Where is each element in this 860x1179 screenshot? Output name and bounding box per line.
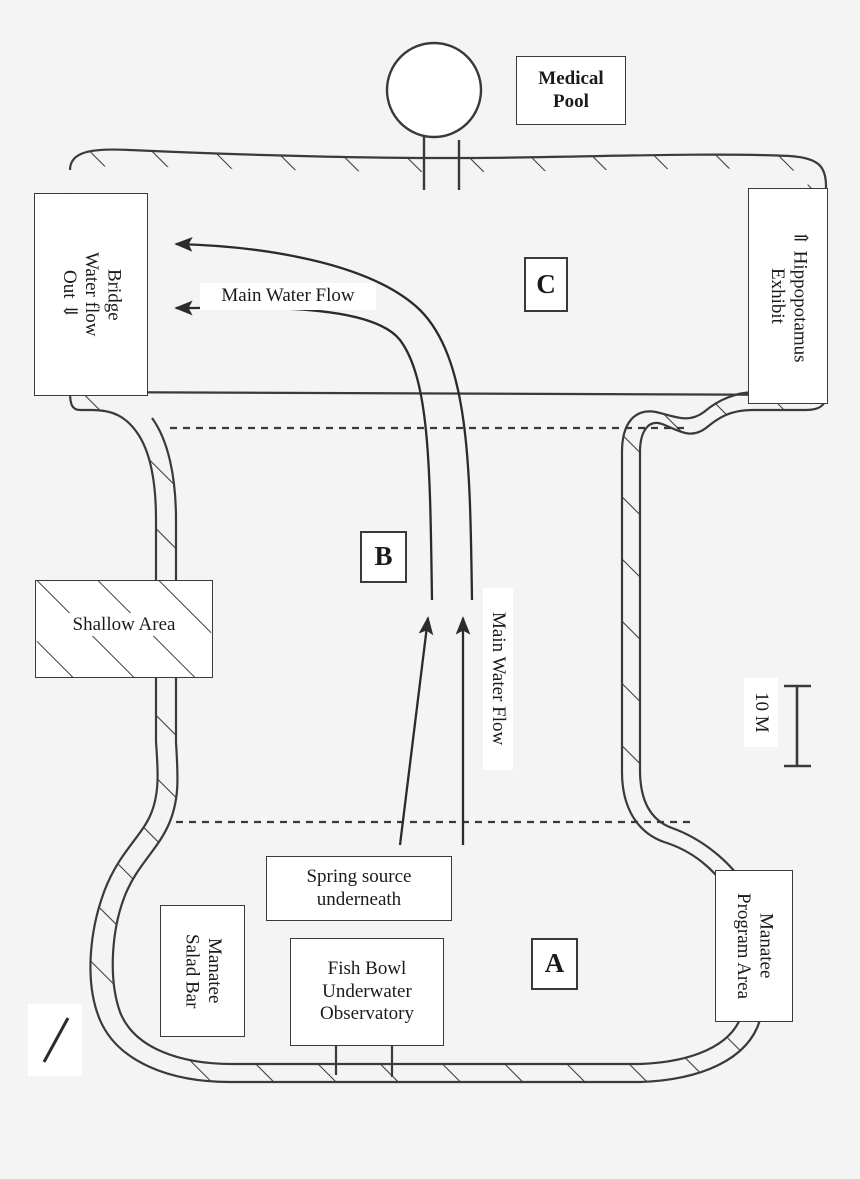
zone-a-text: A <box>544 948 565 979</box>
shallow-area-legend-box: Shallow Area <box>35 580 213 678</box>
spring-upflow-arrow-left <box>398 616 434 846</box>
shallow-area-text: Shallow Area <box>67 613 181 636</box>
scale-bar <box>784 684 811 768</box>
zone-label-c: C <box>524 257 568 312</box>
pool-outer-outline <box>68 148 828 395</box>
medical-pool-circle <box>385 41 483 139</box>
scale-bar-label: 10 M <box>744 678 778 747</box>
scale-bar-text: 10 M <box>744 678 778 747</box>
zone-b-text: B <box>374 541 393 572</box>
zone-label-a: A <box>531 938 578 990</box>
hatch-legend-key <box>28 1004 82 1076</box>
main-water-flow-horizontal-label: Main Water Flow <box>200 283 376 310</box>
main-water-flow-vertical-label: Main Water Flow <box>483 588 513 770</box>
deep-water-inner-boundary-right <box>620 390 808 772</box>
main-water-flow-horizontal-text: Main Water Flow <box>221 285 355 307</box>
main-water-flow-vertical-text: Main Water Flow <box>488 612 510 746</box>
hatch-legend-glyph <box>42 1017 70 1063</box>
zone-label-b: B <box>360 531 407 583</box>
zone-c-text: C <box>536 268 556 299</box>
